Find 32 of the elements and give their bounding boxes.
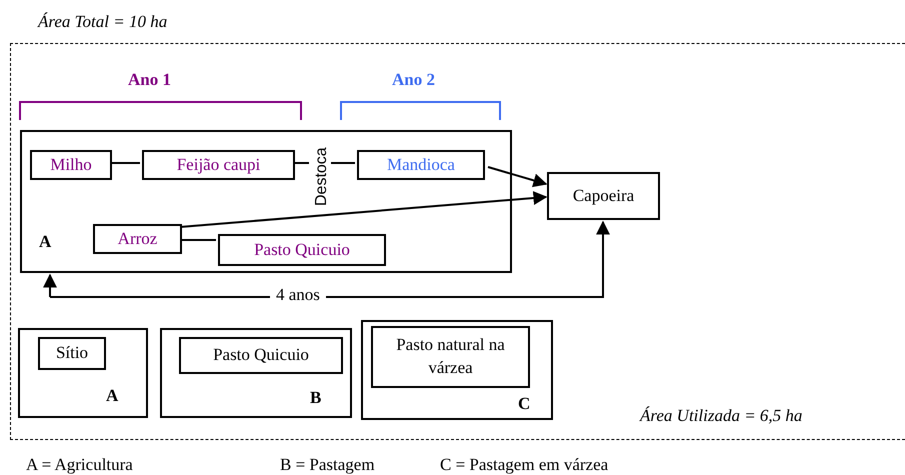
year-label: Ano 2 xyxy=(392,70,435,90)
crop-box: Pasto Quicuio xyxy=(179,337,343,374)
crop-box: Feijão caupi xyxy=(142,150,295,180)
field-area-box xyxy=(20,130,512,273)
crop-box: Sítio xyxy=(38,337,106,370)
crop-box: Pasto Quicuio xyxy=(218,234,386,266)
connector-line xyxy=(293,162,309,164)
connector-line xyxy=(110,162,140,164)
category-letter: A xyxy=(106,386,118,406)
field-area-box xyxy=(160,328,352,418)
category-letter: B xyxy=(310,388,322,408)
area-note: Área Total = 10 ha xyxy=(38,12,168,32)
crop-box: Arroz xyxy=(93,224,182,254)
category-letter: C xyxy=(518,394,530,414)
arrow xyxy=(180,191,548,228)
arrow xyxy=(488,166,548,188)
process-box: Capoeira xyxy=(547,172,660,220)
legend-text: C = Pastagem em várzea xyxy=(440,455,608,475)
arrow xyxy=(43,220,610,298)
field-area-box xyxy=(361,320,553,420)
crop-box: Pasto natural na várzea xyxy=(371,326,530,388)
year-label: Ano 1 xyxy=(128,70,171,90)
legend-text: B = Pastagem xyxy=(280,455,375,475)
legend-text: A = Agricultura xyxy=(26,455,133,475)
area-note: Área Utilizada = 6,5 ha xyxy=(640,406,802,426)
connector-line xyxy=(331,162,355,164)
connector-line xyxy=(182,239,216,241)
field-area-box xyxy=(18,328,148,418)
category-letter: A xyxy=(39,232,52,252)
crop-box: Mandioca xyxy=(357,150,485,180)
stage-text: Destoca xyxy=(313,142,331,212)
crop-box: Milho xyxy=(30,150,112,180)
